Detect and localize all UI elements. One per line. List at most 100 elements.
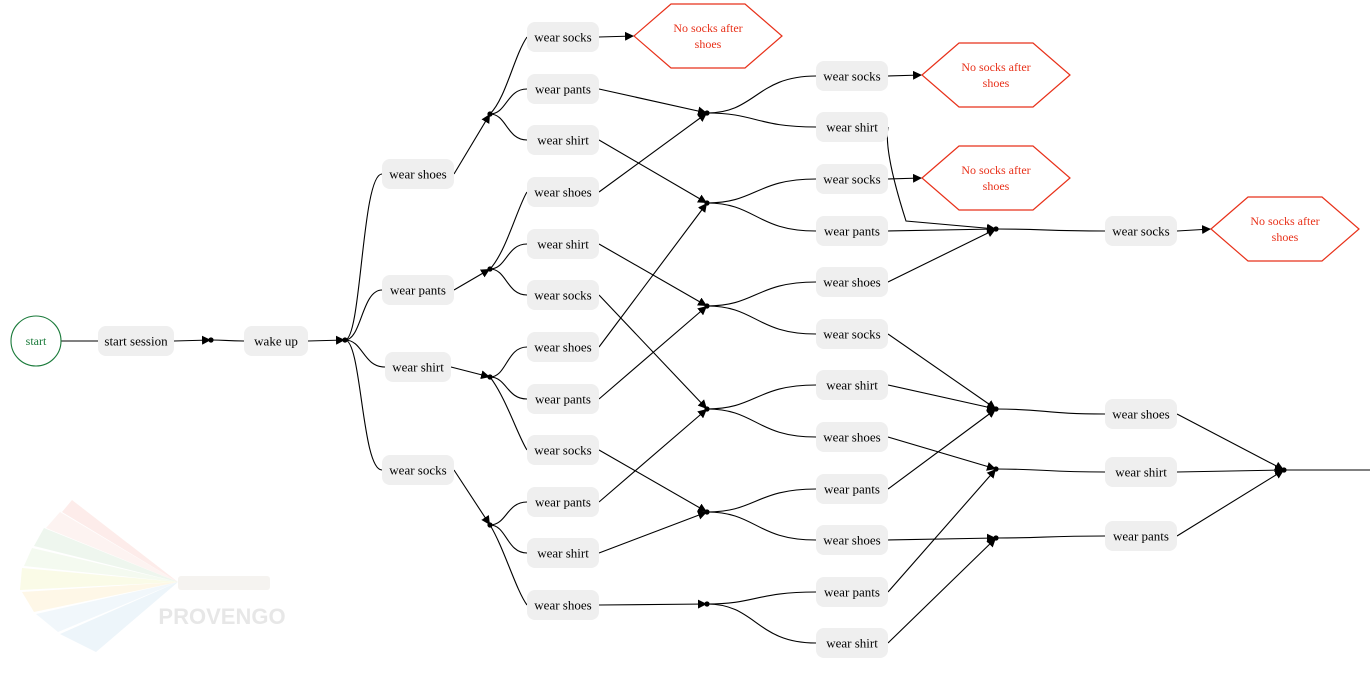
node-label: wear shoes [534,340,591,355]
edge-b2-jB1 [598,88,708,116]
node-label: wear shirt [826,378,878,393]
logo-text: PROVENGO [158,604,285,629]
node-c8: wear shoes [816,422,888,452]
node-c9: wear pants [816,474,888,504]
node-label: wear socks [534,443,591,458]
edge-c6-jC2 [887,333,997,410]
junction-jEnd [1281,467,1287,473]
edge-jA1-b3 [489,113,528,141]
edge-jA4-b10 [489,501,528,526]
violation-label: No socks after [673,21,742,35]
edge-c9-jC2 [887,408,997,490]
node-label: wear shirt [826,636,878,651]
node-label: wear shoes [534,185,591,200]
junction-j1 [342,337,348,343]
node-c7: wear shirt [816,370,888,400]
edge-d3-jEnd [1176,465,1285,475]
node-c2: wear shirt [816,112,888,142]
edge-b5-jB3 [598,243,708,307]
junction-jB3 [704,303,710,309]
edge-b6-jB4 [598,294,708,410]
node-label: wear shirt [826,120,878,135]
node-label: wear socks [534,30,591,45]
junction-jB6 [704,601,710,607]
edge-c11-jC3 [887,468,997,593]
edge-jA3-b7 [489,346,528,378]
node-b11: wear shirt [527,538,599,568]
junction-jA4 [487,522,493,528]
edge-j1-a1 [344,173,383,341]
edge-jC2-d2 [995,408,1106,415]
edge-b10-jB4 [598,408,708,503]
edge-b4-jB1 [598,112,708,193]
edge-a2-jA2 [453,268,491,291]
node-b9: wear socks [527,435,599,465]
edge-a3-jA3 [450,366,491,380]
node-b10: wear pants [527,487,599,517]
edge-jA2-b5 [489,243,528,270]
node-wake: wake up [244,326,308,356]
node-label: wear pants [390,283,446,298]
edge-d2-jEnd [1176,413,1285,471]
edge-jA2-b6 [489,268,528,296]
edge-jC4-d4 [995,535,1106,539]
edge-c5-jC1 [887,228,997,283]
node-c1: wear socks [816,61,888,91]
junction-jC4 [993,535,999,541]
node-a4: wear socks [382,455,454,485]
edge-b3-jB2 [598,139,708,204]
node-b7: wear shoes [527,332,599,362]
junction-jC3 [993,466,999,472]
edge-c7-jC2 [887,384,997,412]
edge-jA4-b12 [489,524,528,606]
violation-label: No socks after [1250,214,1319,228]
node-a3: wear shirt [385,352,451,382]
edge-d4-jEnd [1176,469,1285,537]
edge-a1-jA1 [453,113,491,175]
node-label: wear shirt [537,133,589,148]
edge-b11-jB5 [598,510,708,554]
node-label: wear shirt [392,360,444,375]
node-b1: wear socks [527,22,599,52]
node-label: wear pants [824,224,880,239]
junction-jC1 [993,226,999,232]
node-label: wear pants [535,82,591,97]
node-label: start session [104,334,168,349]
node-c5: wear shoes [816,267,888,297]
junction-j0 [208,337,214,343]
node-label: wear shirt [537,546,589,561]
node-label: wear socks [823,172,880,187]
edge-jB1-c1 [706,75,817,114]
edge-d1-v4 [1176,225,1212,235]
node-label: wear pants [1113,529,1169,544]
edge-c1-v2 [887,70,923,80]
start-label: start [26,334,47,348]
junction-jC2 [993,406,999,412]
node-label: wake up [254,334,298,349]
edge-j1-a3 [344,339,386,368]
node-b12: wear shoes [527,590,599,620]
node-b2: wear pants [527,74,599,104]
node-a2: wear pants [382,275,454,305]
node-label: wear shoes [1112,407,1169,422]
edge-b1-v1 [598,31,635,41]
edge-b9-jB5 [598,449,708,513]
violation-label: No socks after [961,60,1030,74]
node-label: wear pants [535,392,591,407]
edge-jA1-b2 [489,88,528,115]
edge-b12-jB6 [598,599,708,609]
edge-c4-jC1 [887,224,997,234]
node-label: wear socks [389,463,446,478]
edge-jB4-c8 [706,408,817,438]
edge-jA2-b4 [489,191,528,270]
edge-jA3-b9 [489,376,528,451]
edge-c3-v3 [887,173,923,183]
node-d2: wear shoes [1105,399,1177,429]
node-session: start session [98,326,174,356]
edge-jB6-c11 [706,591,817,605]
node-label: wear shirt [1115,465,1167,480]
